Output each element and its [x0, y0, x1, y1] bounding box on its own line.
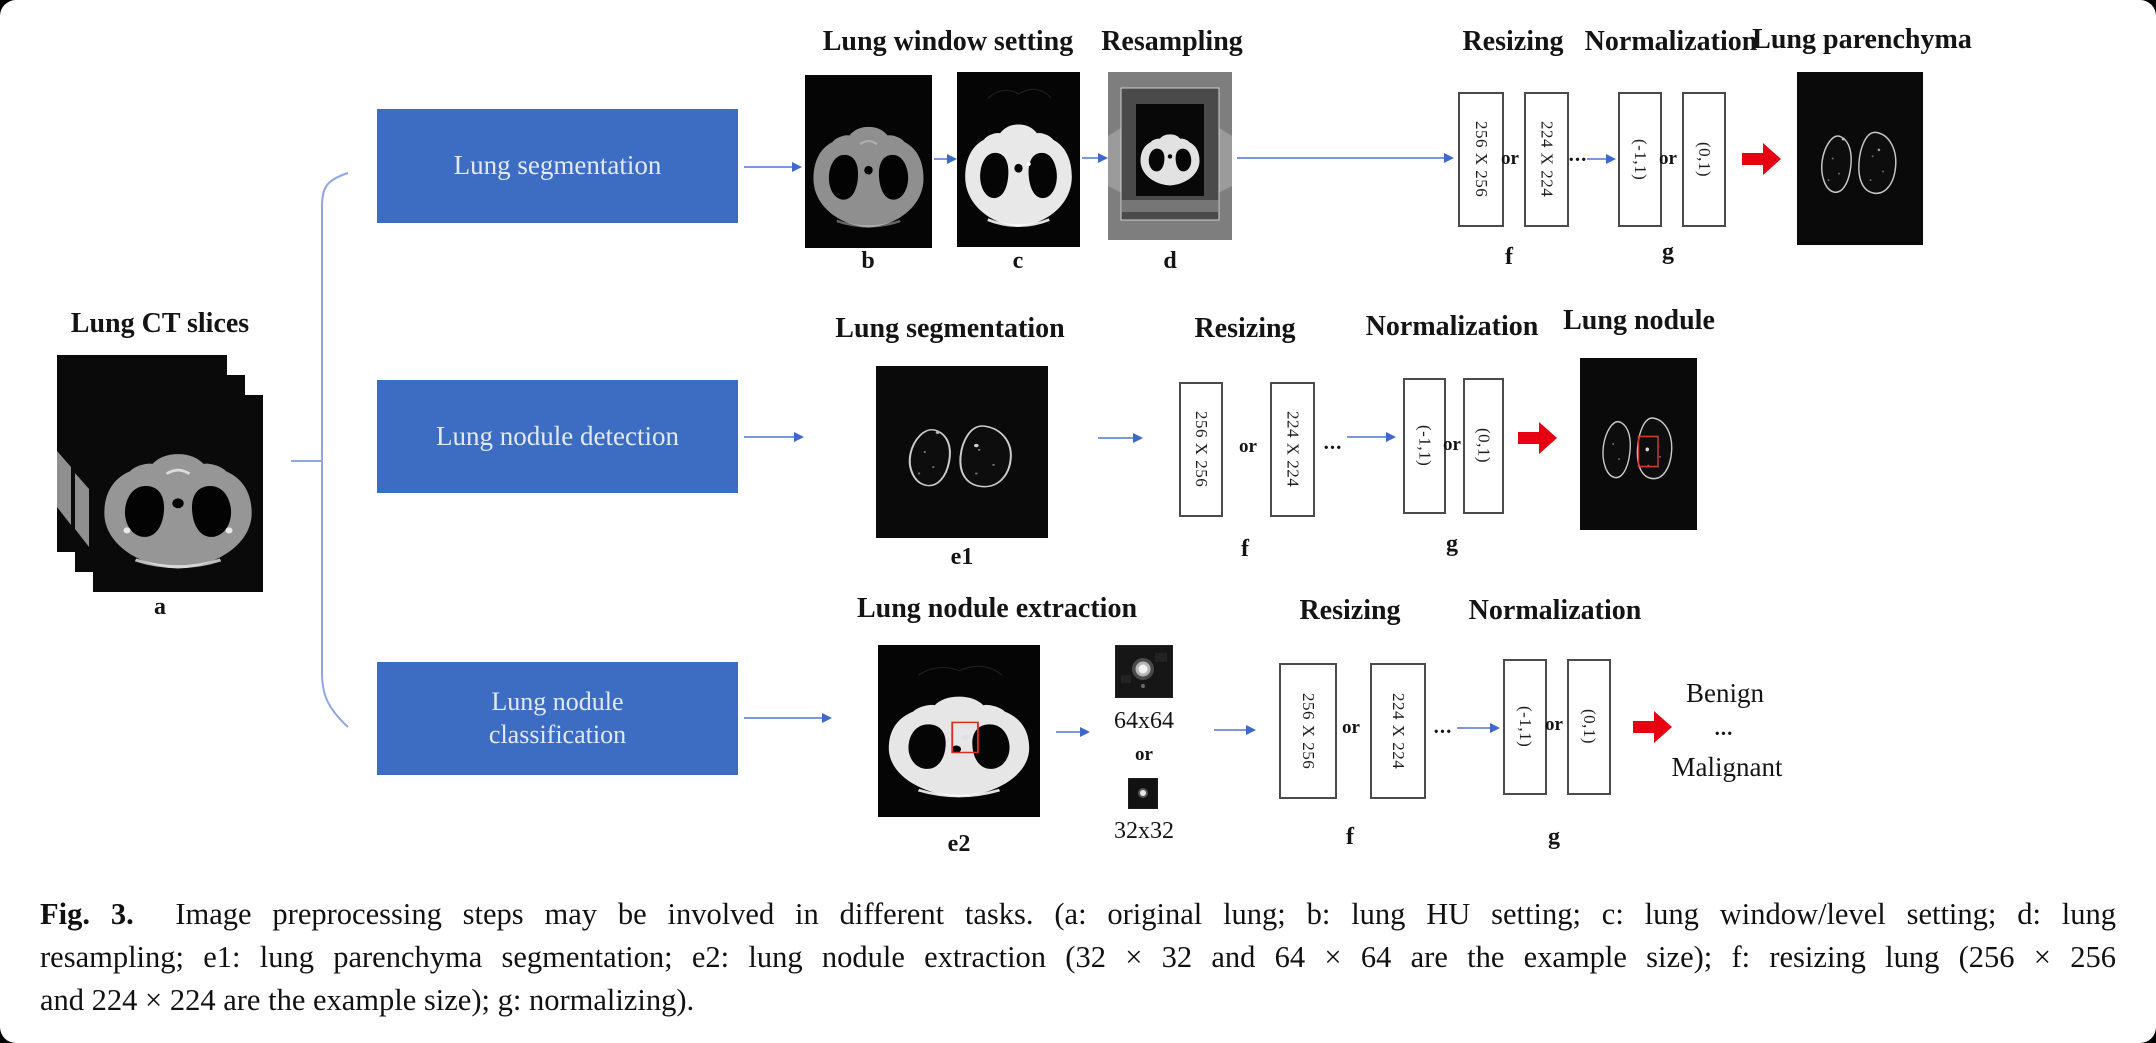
nodule-bounding-box [1637, 435, 1659, 468]
label-a: a [154, 594, 166, 620]
norm-option-box: (0,1) [1463, 378, 1504, 514]
label-g: g [1548, 824, 1560, 850]
row2-output-title: Lung nodule [1563, 305, 1715, 336]
patch-32-label: 32x32 [1114, 818, 1174, 844]
output-ellipsis: ... [1714, 716, 1734, 740]
arrow-task1-to-b [744, 162, 802, 172]
label-c: c [1012, 248, 1024, 274]
or-label: or [1342, 717, 1360, 738]
label-f: f [1346, 824, 1354, 850]
row2-stage-title: Lung segmentation [835, 313, 1065, 344]
row1-resample-title: Resampling [1101, 26, 1243, 57]
norm-option-box: (0,1) [1682, 92, 1726, 227]
label-f: f [1241, 536, 1249, 562]
or-label: or [1443, 434, 1461, 455]
label-g: g [1662, 239, 1674, 265]
norm-option-box: (0,1) [1567, 659, 1611, 795]
red-arrow-icon [1633, 711, 1672, 743]
row1-norm-title: Normalization [1584, 26, 1758, 57]
resize-option-box: 256 X 256 [1279, 663, 1337, 799]
arrow-resize-to-norm [1457, 723, 1500, 733]
task-box-lung-nodule-classification: Lung nodule classification [377, 662, 738, 775]
red-arrow-icon [1518, 422, 1557, 454]
nodule-patch-64-image [1115, 645, 1173, 698]
row3-norm-title: Normalization [1468, 595, 1642, 626]
caption-prefix: Fig. 3. [40, 897, 134, 931]
arrow-patch-to-resize [1214, 725, 1256, 735]
or-label: or [1135, 744, 1153, 765]
row3-stage-title: Lung nodule extraction [856, 593, 1138, 624]
ct-image-e2-extraction [878, 645, 1040, 817]
arrow-task2-to-e1 [744, 432, 804, 442]
arrow-resize-to-norm [1347, 432, 1396, 442]
ellipsis: ... [1323, 430, 1343, 454]
arrow-resize-to-norm [1587, 154, 1616, 164]
arrow-b-to-c [934, 154, 957, 164]
lung-nodule-image [1580, 358, 1697, 530]
caption-line-2: resampling; e1: lung parenchyma segmenta… [40, 940, 2116, 974]
or-label: or [1659, 148, 1677, 169]
ct-image-d-resampled [1108, 72, 1232, 240]
row1-resize-title: Resizing [1462, 26, 1564, 57]
output-benign: Benign [1686, 678, 1764, 708]
lung-parenchyma-image [1797, 72, 1923, 245]
nodule-patch-32-image [1128, 778, 1158, 809]
or-label: or [1545, 714, 1563, 735]
or-label: or [1501, 148, 1519, 169]
task-box-lung-segmentation: Lung segmentation [377, 109, 738, 223]
lung-ct-stack-image [57, 355, 263, 592]
figure-caption: Fig. 3. Image preprocessing steps may be… [40, 893, 2116, 1022]
arrow-e2-to-patch [1056, 727, 1090, 737]
task-label: Lung segmentation [453, 150, 662, 181]
patch-64-label: 64x64 [1114, 708, 1174, 734]
ct-image-c [957, 72, 1080, 247]
ct-image-b [805, 75, 932, 248]
arrow-e1-to-resize [1098, 433, 1143, 443]
brace-connector [291, 172, 349, 728]
ct-image-e1-segmented [876, 366, 1048, 538]
label-e2: e2 [947, 831, 971, 857]
label-d: d [1163, 248, 1177, 274]
ellipsis: ... [1568, 142, 1588, 166]
norm-option-box: (-1,1) [1618, 92, 1662, 227]
caption-line-1: Fig. 3. Image preprocessing steps may be… [40, 897, 2116, 931]
norm-option-box: (-1,1) [1403, 378, 1446, 514]
row3-resize-title: Resizing [1299, 595, 1401, 626]
task-label: Lung nodule detection [436, 420, 679, 451]
row2-resize-title: Resizing [1194, 313, 1296, 344]
arrow-task3-to-e2 [744, 713, 832, 723]
arrow-c-to-d [1082, 153, 1108, 163]
nodule-bounding-box [951, 721, 979, 754]
resize-option-box: 256 X 256 [1458, 92, 1504, 227]
arrow-d-to-resize [1237, 153, 1454, 163]
or-label: or [1239, 436, 1257, 457]
source-title: Lung CT slices [70, 308, 250, 339]
row1-output-title: Lung parenchyma [1752, 24, 1972, 55]
norm-option-box: (-1,1) [1503, 659, 1547, 795]
resize-option-box: 224 X 224 [1370, 663, 1426, 799]
label-e1: e1 [950, 544, 974, 570]
task-label: Lung nodule classification [488, 687, 627, 749]
resize-option-box: 256 X 256 [1179, 382, 1223, 517]
label-f: f [1505, 244, 1513, 270]
resize-option-box: 224 X 224 [1270, 382, 1315, 517]
label-b: b [861, 248, 875, 274]
output-malignant: Malignant [1671, 752, 1783, 782]
task-box-lung-nodule-detection: Lung nodule detection [377, 380, 738, 493]
red-arrow-icon [1742, 143, 1781, 175]
caption-line-3: and 224 × 224 are the example size); g: … [40, 983, 695, 1017]
ellipsis: ... [1433, 714, 1453, 738]
row2-norm-title: Normalization [1365, 311, 1539, 342]
resize-option-box: 224 X 224 [1524, 92, 1569, 227]
row1-stage-title: Lung window setting [822, 26, 1074, 57]
label-g: g [1446, 531, 1458, 557]
